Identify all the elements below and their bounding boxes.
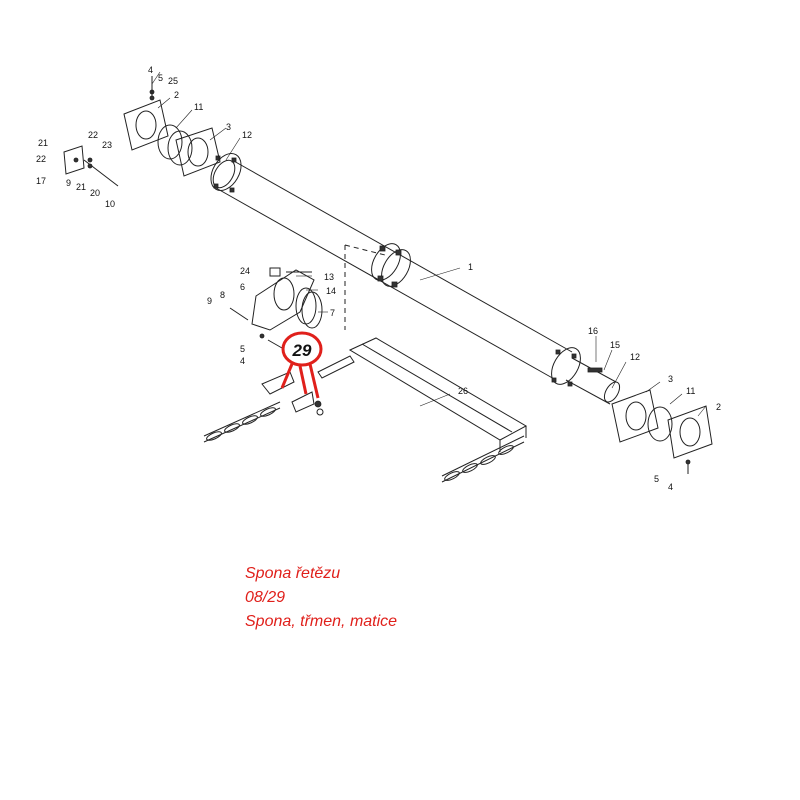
tube-coupling-middle <box>371 243 411 288</box>
highlight-label-29: 29 <box>292 341 312 360</box>
label-3-right: 3 <box>668 374 673 384</box>
caption-part-name: Spona řetězu <box>245 565 341 582</box>
label-11-right: 11 <box>686 386 695 396</box>
label-5-right: 5 <box>654 474 659 484</box>
chain-right <box>441 435 525 483</box>
label-4-right: 4 <box>668 482 673 492</box>
label-14: 14 <box>326 286 336 296</box>
label-12-top: 12 <box>242 130 252 140</box>
right-flange-assembly <box>611 389 713 474</box>
label-6: 6 <box>240 282 245 292</box>
label-9-top: 9 <box>66 178 71 188</box>
label-24: 24 <box>240 266 250 276</box>
label-5-top: 5 <box>158 73 163 83</box>
label-8: 8 <box>220 290 225 300</box>
leader-lines <box>151 71 707 417</box>
label-4-top: 4 <box>148 65 153 75</box>
highlight-pointer-3 <box>308 363 320 399</box>
label-5-mid: 5 <box>240 344 245 354</box>
label-16: 16 <box>588 326 598 336</box>
main-tube <box>210 153 621 405</box>
label-12-right: 12 <box>630 352 640 362</box>
label-25: 25 <box>168 76 178 86</box>
label-22-left: 22 <box>36 154 46 164</box>
label-13: 13 <box>324 272 334 282</box>
right-shaft-stub <box>565 357 621 405</box>
label-1: 1 <box>468 262 473 272</box>
chain-assembly <box>203 337 528 483</box>
label-10: 10 <box>105 199 115 209</box>
caption-part-code: 08/29 <box>245 589 286 606</box>
tube-collar-left <box>210 153 242 193</box>
label-4-mid: 4 <box>240 356 245 366</box>
tube-collar-right <box>551 347 581 387</box>
label-17: 17 <box>36 176 46 186</box>
label-11-top: 11 <box>194 102 203 112</box>
left-flange-assembly <box>123 76 221 177</box>
label-21-low: 21 <box>76 182 86 192</box>
highlight-pointer-1 <box>280 363 294 389</box>
label-15: 15 <box>610 340 620 350</box>
label-22-top: 22 <box>88 130 98 140</box>
chain-left <box>203 401 281 443</box>
label-26: 26 <box>458 386 468 396</box>
label-2-right: 2 <box>716 402 721 412</box>
label-9-mid: 9 <box>207 296 212 306</box>
label-23: 23 <box>102 140 112 150</box>
label-7: 7 <box>330 308 335 318</box>
label-20: 20 <box>90 188 100 198</box>
part-labels: 1 2 2 3 3 4 4 4 5 5 5 6 7 8 9 9 10 11 11… <box>36 65 721 492</box>
caption-part-details: Spona, třmen, matice <box>245 613 398 630</box>
label-2-top: 2 <box>174 90 179 100</box>
highlight-pointer-2 <box>298 365 308 395</box>
highlight-circle <box>281 331 323 367</box>
highlight-callout-29: 29 <box>280 331 323 399</box>
bearing-housing <box>229 267 323 349</box>
chain-clamp-parts <box>261 371 324 416</box>
label-3-top: 3 <box>226 122 231 132</box>
label-21-top: 21 <box>38 138 48 148</box>
sensor-bracket <box>63 145 119 187</box>
